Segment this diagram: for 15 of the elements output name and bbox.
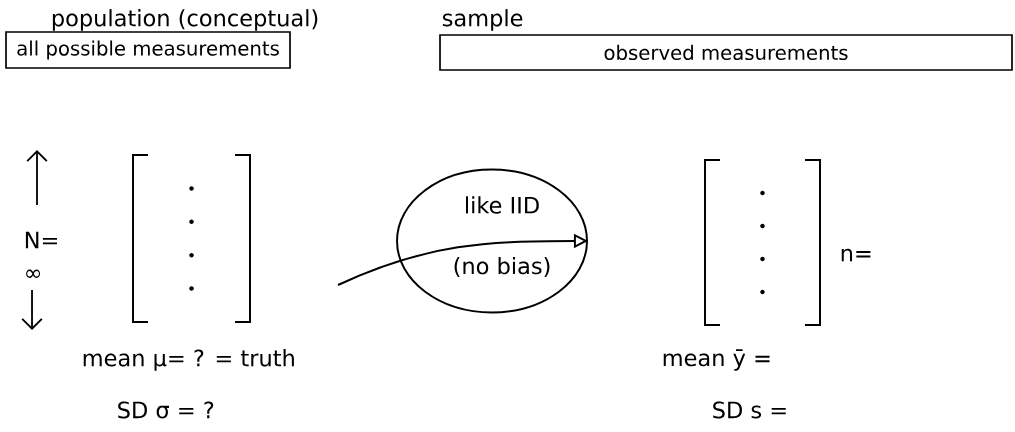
math-label: N=	[25, 231, 57, 249]
column-vector-drawing	[704, 159, 821, 326]
ellipse-text: (no bias)	[454, 256, 550, 277]
column-vector-drawing	[132, 154, 251, 323]
ellipse-text: like IID	[466, 196, 539, 214]
measurement-box: observed measurements	[439, 34, 1013, 71]
math-label: ∞	[26, 269, 40, 278]
math-label: SD s =	[713, 401, 786, 419]
heading: sample	[442, 9, 523, 31]
heading: population (conceptual)	[52, 9, 318, 31]
math-label: mean μ= ? = truth	[83, 349, 294, 371]
math-label: SD σ = ?	[118, 401, 214, 419]
math-label: mean ȳ =	[663, 349, 770, 371]
measurement-box: all possible measurements	[5, 31, 291, 69]
math-label: n=	[841, 248, 871, 262]
